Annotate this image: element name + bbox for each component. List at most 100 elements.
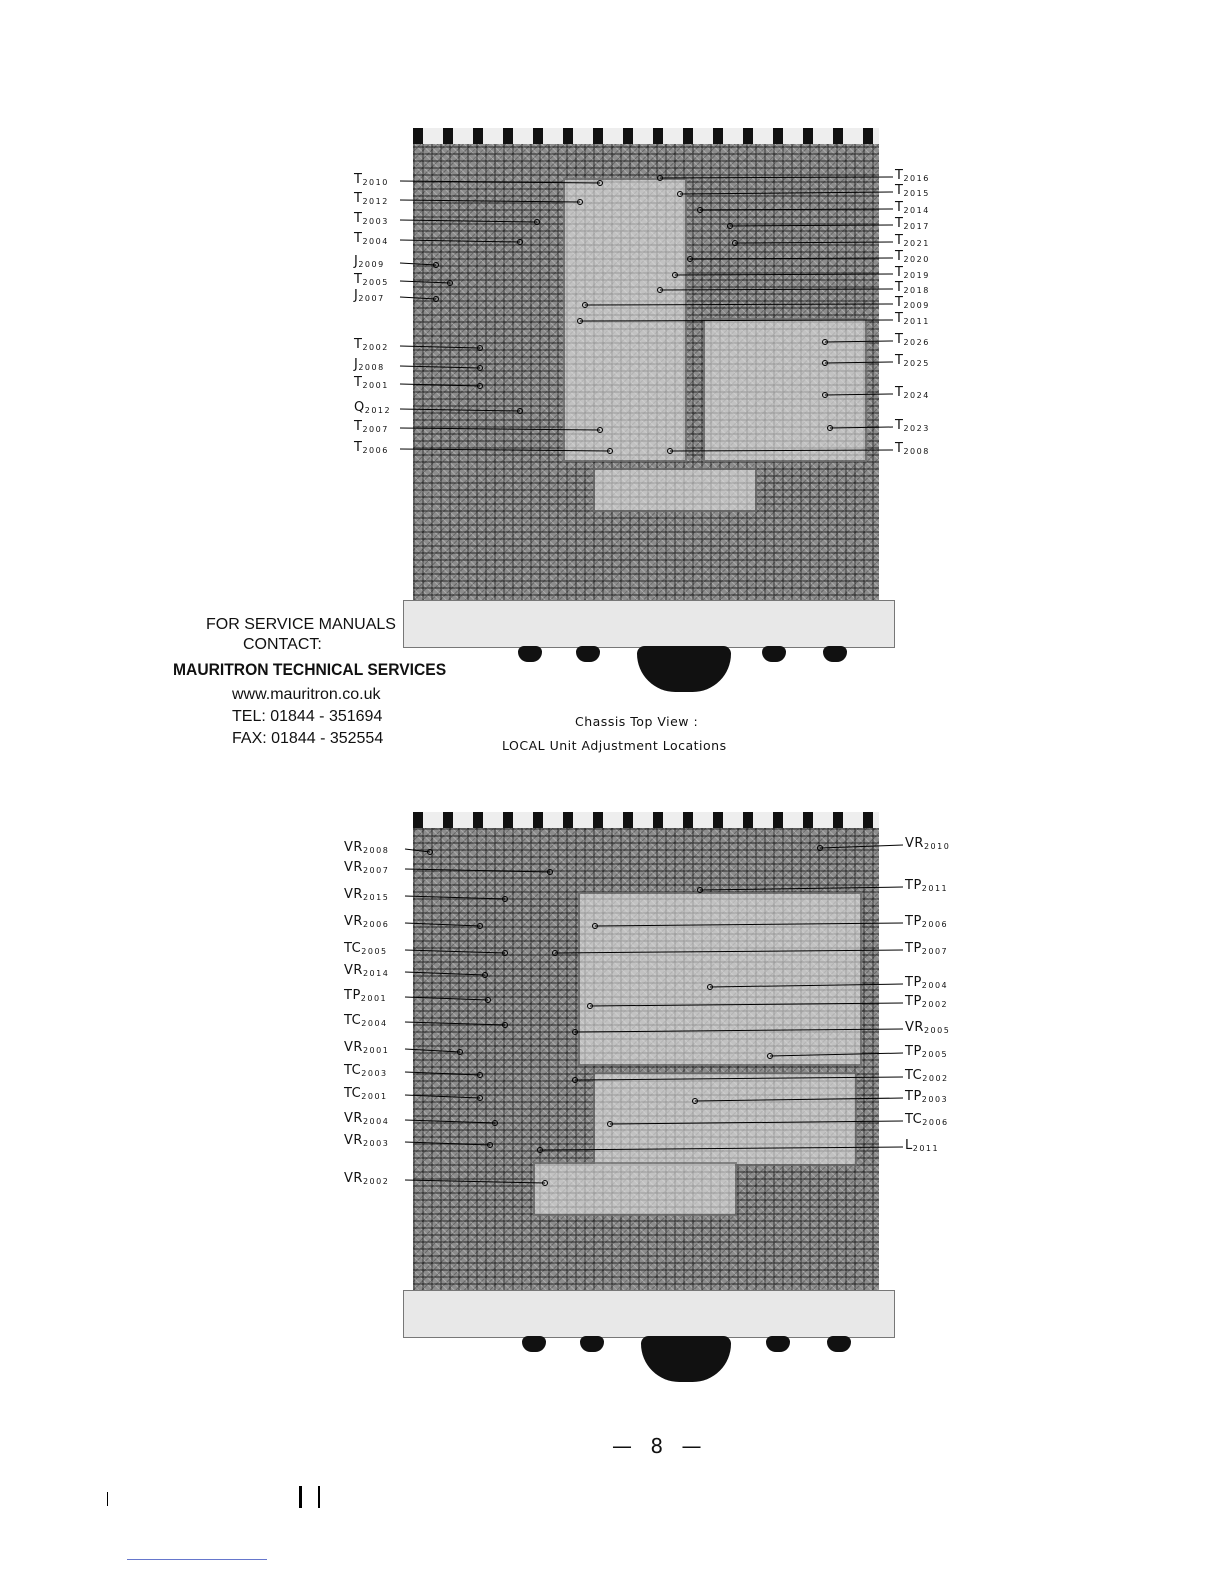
callout-prefix: VR — [905, 1020, 924, 1035]
adjustment-point-marker — [822, 339, 828, 345]
leader-line — [689, 257, 894, 260]
leader-line — [399, 262, 437, 266]
callout-prefix: T — [895, 385, 904, 400]
leader-line — [824, 393, 894, 396]
callout-number: 2007 — [921, 947, 949, 956]
leader-line — [694, 1097, 904, 1102]
callout-number: 2007 — [362, 866, 390, 875]
callout-prefix: T — [354, 375, 363, 390]
heatsink-rail — [413, 812, 879, 828]
adjustment-point-marker — [534, 219, 540, 225]
leader-line — [709, 983, 904, 988]
callout-number: 2005 — [361, 947, 388, 956]
adjustment-point-marker — [707, 984, 713, 990]
callout-number: 2015 — [362, 893, 390, 902]
callout-label-vr2008: VR2008 — [344, 840, 389, 855]
leader-line — [399, 383, 481, 387]
leader-line — [404, 1179, 546, 1184]
adjustment-point-marker — [502, 896, 508, 902]
callout-prefix: T — [895, 280, 904, 295]
callout-number: 2025 — [903, 359, 930, 368]
callout-number: 2003 — [921, 1095, 949, 1104]
callout-number: 2001 — [362, 381, 389, 390]
leader-line — [404, 1141, 491, 1146]
callout-number: 2003 — [362, 217, 389, 226]
leader-line — [404, 922, 481, 927]
callout-number: 2008 — [362, 846, 390, 855]
callout-label-tc2001: TC2001 — [344, 1086, 388, 1101]
adjustment-point-marker — [547, 869, 553, 875]
callout-prefix: J — [354, 357, 359, 372]
leader-line — [594, 922, 904, 927]
callout-prefix: Q — [354, 400, 365, 415]
leader-line — [399, 296, 437, 300]
callout-number: 2026 — [903, 338, 930, 347]
adjustment-point-marker — [677, 191, 683, 197]
callout-prefix: T — [354, 440, 363, 455]
callout-label-tp2001: TP2001 — [344, 988, 387, 1003]
callout-prefix: T — [895, 418, 904, 433]
callout-prefix: VR — [344, 1040, 363, 1055]
callout-label-tc2002: TC2002 — [905, 1068, 949, 1083]
callout-number: 2011 — [912, 1144, 940, 1153]
callout-number: 2004 — [361, 1019, 388, 1028]
callout-label-j2008: J2008 — [354, 357, 385, 372]
callout-number: 2003 — [361, 1069, 388, 1078]
callout-number: 2006 — [362, 920, 390, 929]
callout-prefix: T — [895, 216, 904, 231]
callout-prefix: T — [895, 311, 904, 326]
callout-label-vr2007: VR2007 — [344, 860, 389, 875]
pcb-block — [593, 468, 757, 512]
leader-line — [404, 848, 431, 853]
callout-prefix: TP — [905, 878, 922, 893]
leader-line — [404, 868, 551, 873]
adjustment-point-marker — [477, 1072, 483, 1078]
adjustment-point-marker — [827, 425, 833, 431]
contact-website: www.mauritron.co.uk — [232, 686, 381, 703]
callout-number: 2005 — [921, 1050, 949, 1059]
callout-label-vr2004: VR2004 — [344, 1111, 389, 1126]
callout-number: 2011 — [903, 317, 930, 326]
adjustment-point-marker — [692, 1098, 698, 1104]
leader-line — [404, 1048, 461, 1053]
main-dial — [637, 646, 731, 692]
callout-prefix: T — [354, 419, 363, 434]
leader-line — [399, 408, 521, 412]
adjustment-point-marker — [477, 1095, 483, 1101]
callout-prefix: T — [354, 337, 363, 352]
adjustment-point-marker — [657, 287, 663, 293]
leader-line — [589, 1002, 904, 1007]
callout-label-t2001: T2001 — [354, 375, 389, 390]
leader-line — [674, 273, 894, 276]
leader-line — [679, 191, 894, 195]
adjustment-point-marker — [447, 280, 453, 286]
callout-label-t2025: T2025 — [895, 353, 930, 368]
callout-number: 2006 — [922, 1118, 949, 1127]
callout-label-tp2004: TP2004 — [905, 975, 948, 990]
adjustment-point-marker — [502, 950, 508, 956]
leader-line — [404, 895, 506, 900]
callout-label-t2007: T2007 — [354, 419, 389, 434]
callout-prefix: VR — [344, 887, 363, 902]
front-knob — [518, 646, 542, 662]
callout-number: 2007 — [362, 425, 389, 434]
adjustment-point-marker — [732, 240, 738, 246]
adjustment-point-marker — [672, 272, 678, 278]
callout-number: 2001 — [361, 1092, 388, 1101]
callout-label-t2017: T2017 — [895, 216, 930, 231]
callout-prefix: TP — [905, 994, 922, 1009]
callout-number: 2020 — [903, 255, 930, 264]
leader-line — [734, 241, 894, 244]
leader-line — [769, 1052, 904, 1057]
adjustment-point-marker — [697, 207, 703, 213]
callout-label-t2004: T2004 — [354, 231, 389, 246]
callout-prefix: VR — [344, 1171, 363, 1186]
adjustment-point-marker — [687, 256, 693, 262]
leader-line — [399, 239, 521, 243]
leader-line — [399, 280, 451, 284]
heatsink-rail — [413, 128, 879, 144]
callout-prefix: TC — [344, 1086, 362, 1101]
leader-line — [404, 1119, 496, 1124]
adjustment-point-marker — [477, 923, 483, 929]
callout-label-t2020: T2020 — [895, 249, 930, 264]
